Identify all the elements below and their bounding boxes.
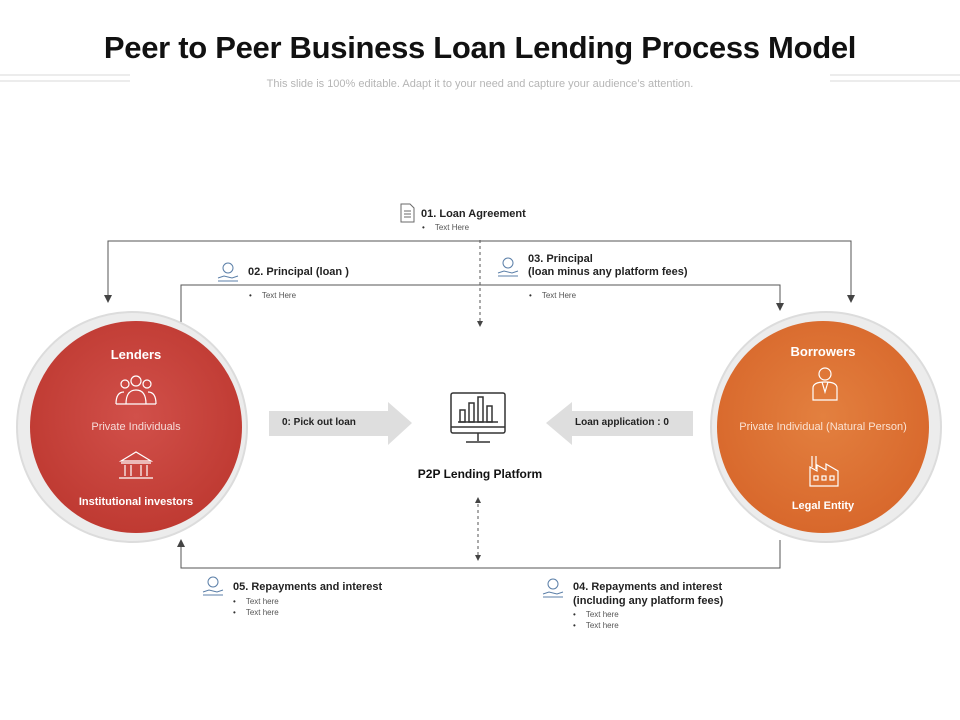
factory-icon [809,456,839,487]
page-title: Peer to Peer Business Loan Lending Proce… [103,30,857,65]
loan-application-arrow [546,402,693,445]
step-05-bullet-1: Text here [233,596,279,607]
step-01-title: 01. Loan Agreement [421,208,526,220]
step-01-bullet: Text Here [422,222,469,233]
line-repayments [177,539,781,569]
people-group-icon [115,375,157,405]
lenders-private-individuals: Private Individuals [91,421,181,433]
decorative-line-left [0,74,130,76]
step-05-bullet-2: Text here [233,607,279,618]
decorative-line-right [830,74,960,76]
monitor-chart-icon [450,392,506,443]
money-hand-icon [497,257,519,277]
lenders-title: Lenders [110,347,162,362]
document-icon [400,203,415,223]
money-hand-icon [202,576,224,596]
lenders-circle [30,321,242,533]
step-02-title: 02. Principal (loan ) [248,266,349,278]
step-03-title-line2: (loan minus any platform fees) [528,266,688,278]
step-05-title: 05. Repayments and interest [233,581,383,593]
money-hand-icon [217,262,239,282]
borrowers-title: Borrowers [790,344,856,359]
decorative-line-right-2 [830,80,960,82]
money-hand-icon [542,578,564,598]
step-04-title-line1: 04. Repayments and interest [573,581,723,593]
step-04-title-line2: (including any platform fees) [573,595,724,607]
borrowers-circle [717,321,929,533]
decorative-line-left-2 [0,80,130,82]
step-02-bullet: Text Here [249,290,296,301]
step-03-bullet: Text Here [529,290,576,301]
borrowers-private-individual: Private Individual (Natural Person) [739,421,907,433]
borrowers-legal-entity: Legal Entity [791,500,855,512]
step-04-bullet-1: Text here [573,609,619,620]
lenders-institutional-investors: Institutional investors [78,496,194,508]
step-03-title-line1: 03. Principal [528,253,593,265]
pick-out-loan-arrow [269,402,412,445]
page-subtitle: This slide is 100% editable. Adapt it to… [266,78,694,90]
bank-building-icon [118,451,154,479]
pick-out-loan-label: 0: Pick out loan [282,417,356,428]
person-icon [812,367,838,401]
step-04-bullet-2: Text here [573,620,619,631]
loan-application-label: Loan application : 0 [575,417,669,428]
platform-label: P2P Lending Platform [417,467,543,481]
